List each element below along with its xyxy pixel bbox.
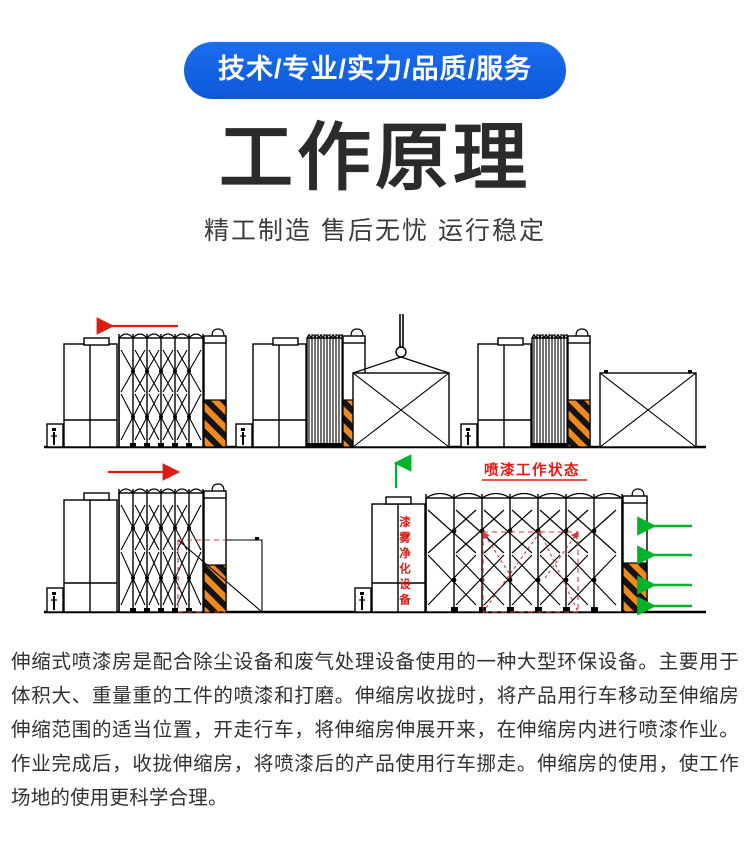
workpiece-crate (352, 372, 450, 448)
enclosed-workpiece-outline (482, 531, 579, 613)
tagline-badge: 技术/专业/实力/品质/服务 (183, 42, 566, 99)
panel-bottom-left (46, 463, 263, 613)
purification-unit (477, 337, 532, 448)
control-box (46, 587, 64, 613)
control-box (460, 423, 478, 448)
page-title: 工作原理 (219, 116, 531, 199)
control-box (354, 587, 372, 613)
booth-end-gate (622, 488, 648, 613)
purification-unit (63, 337, 118, 448)
hazard-stripe-panel (203, 399, 227, 448)
booth-end-gate (567, 328, 591, 448)
page-header: 技术/专业/实力/品质/服务 工作原理 精工制造 售后无忧 运行稳定 (0, 0, 750, 244)
control-box (46, 423, 64, 448)
control-box (235, 423, 253, 448)
purification-unit-label: 漆雾净化设备 (398, 515, 412, 609)
panel-top-middle (235, 314, 450, 448)
workpiece-crate (177, 537, 263, 613)
description-paragraph: 伸缩式喷漆房是配合除尘设备和废气处理设备使用的一种大型环保设备。主要用于体积大、… (11, 651, 739, 809)
purification-unit (252, 337, 307, 448)
retractable-booth-retracted (531, 334, 569, 448)
retractable-booth-retracted (306, 334, 344, 448)
retractable-booth-extending (118, 488, 205, 613)
purification-unit (371, 496, 426, 613)
panel-bottom-right (354, 454, 692, 616)
airflow-arrows (637, 516, 692, 616)
retractable-booth-extended (118, 333, 205, 448)
panel-top-right (460, 328, 697, 448)
hazard-stripe-panel (567, 399, 591, 448)
booth-end-gate (203, 483, 227, 613)
crane-hook (352, 314, 450, 374)
workpiece-crate (599, 370, 697, 448)
hazard-stripe-panel (622, 562, 648, 613)
panel-top-left (46, 317, 227, 448)
working-state-caption: 喷漆工作状态 (484, 461, 580, 479)
page-subtitle: 精工制造 售后无忧 运行稳定 (204, 217, 546, 245)
purification-unit (63, 492, 118, 613)
working-principle-diagram: 喷漆工作状态 漆雾净化设备 (0, 300, 750, 630)
booth-end-gate (203, 328, 227, 448)
target-position-outline (177, 539, 226, 613)
retractable-booth-working (425, 492, 623, 613)
